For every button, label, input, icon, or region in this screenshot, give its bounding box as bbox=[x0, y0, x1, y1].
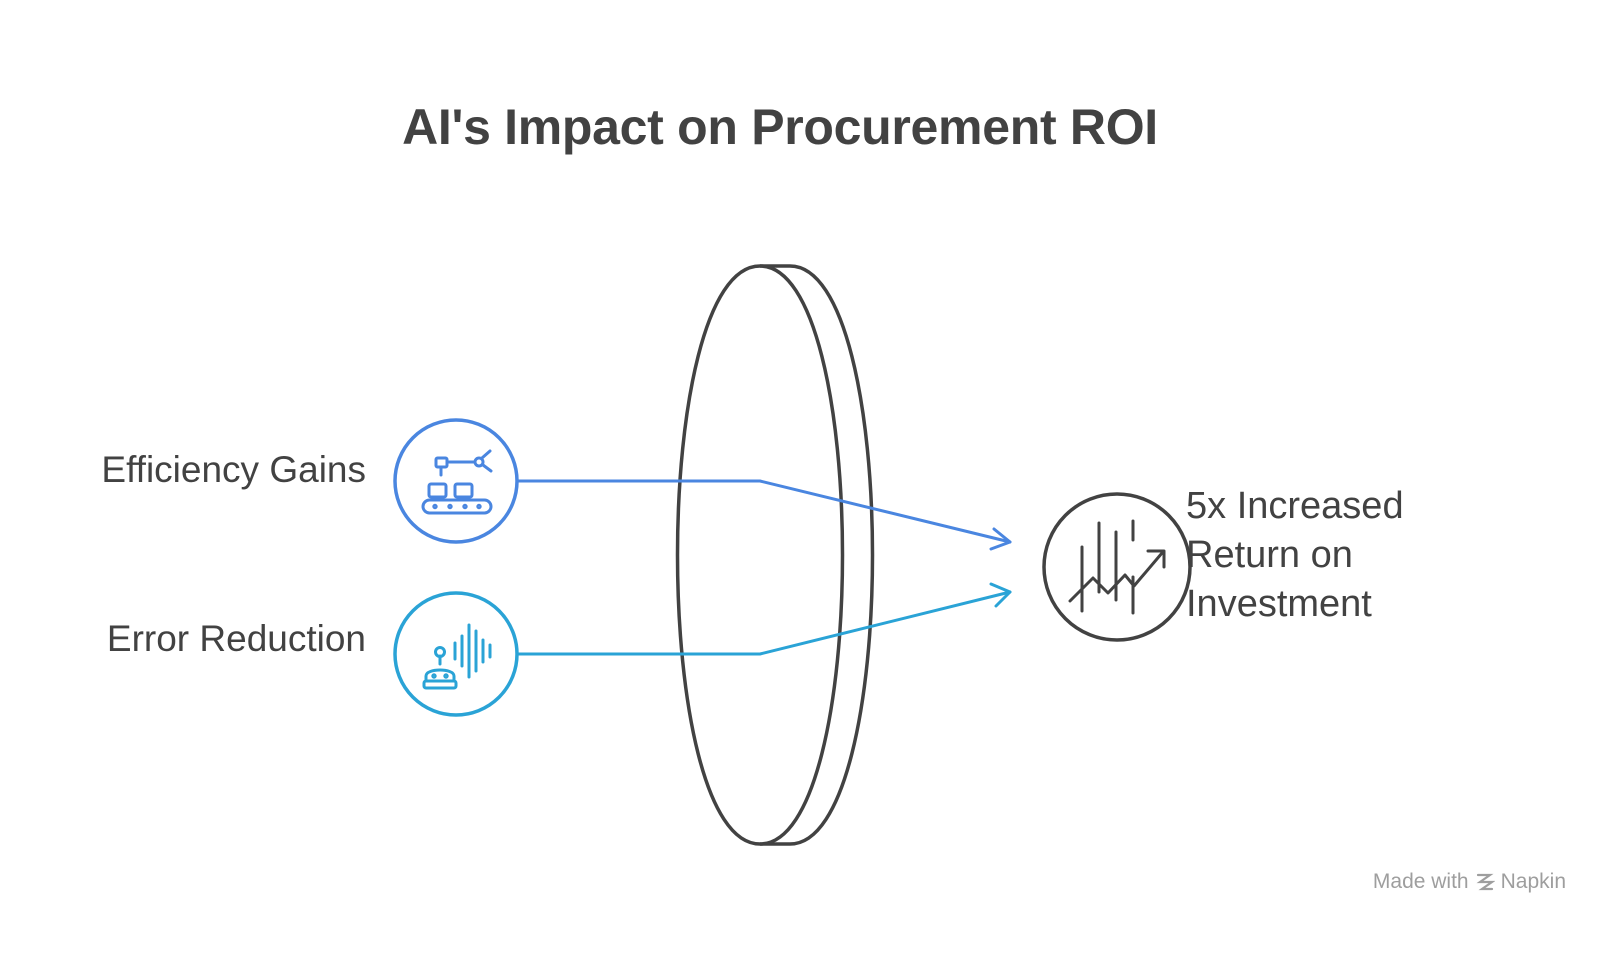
output-label: 5x Increased Return on Investment bbox=[1186, 482, 1566, 629]
robotic-conveyor-icon bbox=[393, 418, 519, 544]
growth-chart-arrow-icon bbox=[1042, 492, 1192, 642]
input-label-efficiency: Efficiency Gains bbox=[101, 449, 366, 490]
efficiency-icon-ring bbox=[393, 418, 519, 544]
watermark-brand: Napkin bbox=[1500, 870, 1566, 893]
connector-line-error bbox=[506, 590, 1012, 656]
connector-efficiency bbox=[506, 479, 1012, 551]
napkin-logo-icon bbox=[1476, 873, 1495, 891]
robot-soundwave-icon bbox=[393, 591, 519, 717]
arrowhead-error-icon bbox=[989, 582, 1012, 608]
lens-front-face bbox=[759, 264, 845, 846]
watermark[interactable]: Made with Napkin bbox=[1373, 870, 1566, 894]
lens-back-edge bbox=[789, 264, 875, 846]
arrowhead-efficiency-icon bbox=[989, 527, 1012, 551]
output-label-line-3: Investment bbox=[1186, 583, 1372, 625]
connector-line-efficiency bbox=[506, 479, 1012, 544]
input-label-error: Error Reduction bbox=[106, 618, 366, 659]
watermark-prefix: Made with bbox=[1372, 870, 1469, 893]
lens-front-edge bbox=[675, 264, 761, 846]
output-label-line-1: 5x Increased bbox=[1186, 485, 1404, 527]
page-title: AI's Impact on Procurement ROI bbox=[402, 99, 1158, 155]
connector-error bbox=[506, 582, 1012, 656]
lens-disc bbox=[675, 264, 875, 846]
output-label-line-2: Return on bbox=[1186, 534, 1353, 576]
